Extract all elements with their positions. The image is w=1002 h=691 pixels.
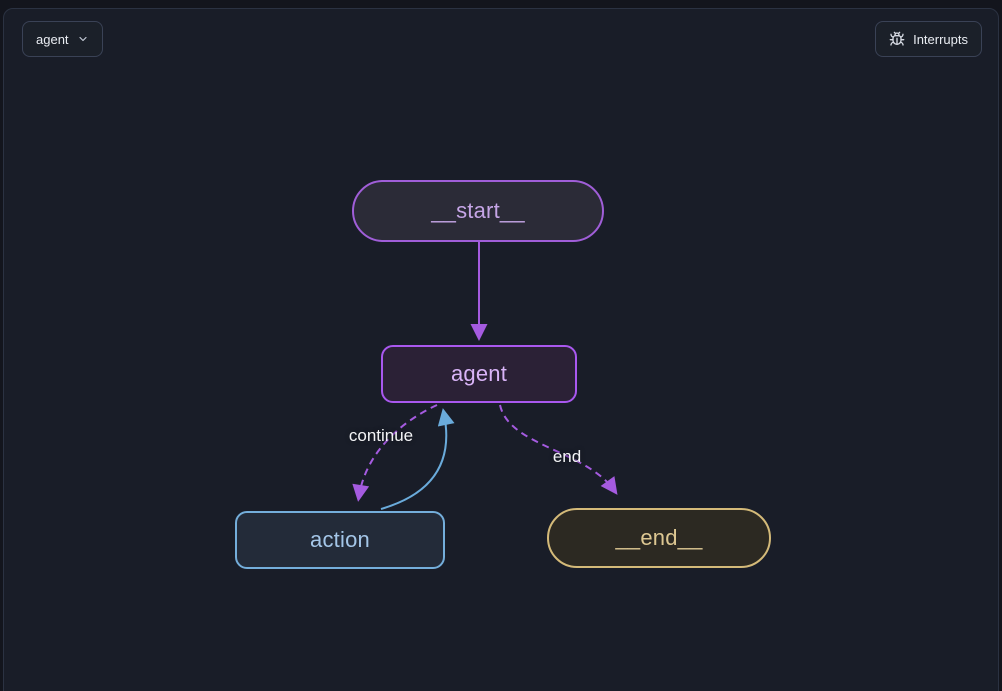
node-start-label: __start__ <box>431 198 525 223</box>
interrupts-button-label: Interrupts <box>913 31 968 47</box>
bug-icon <box>889 31 905 46</box>
interrupts-button[interactable]: Interrupts <box>875 21 982 57</box>
edge-label-continue: continue <box>348 426 414 445</box>
node-action-label: action <box>310 527 370 552</box>
graph-selector-label: agent <box>36 31 69 47</box>
node-end[interactable]: __end__ <box>547 508 771 568</box>
node-agent[interactable]: agent <box>381 345 577 403</box>
node-end-label: __end__ <box>615 525 703 550</box>
edge-label-end: end <box>552 447 582 466</box>
node-agent-label: agent <box>450 361 508 386</box>
graph-selector-dropdown[interactable]: agent <box>22 21 103 57</box>
node-start[interactable]: __start__ <box>352 180 604 242</box>
chevron-down-icon <box>78 36 87 42</box>
node-action[interactable]: action <box>235 511 445 569</box>
